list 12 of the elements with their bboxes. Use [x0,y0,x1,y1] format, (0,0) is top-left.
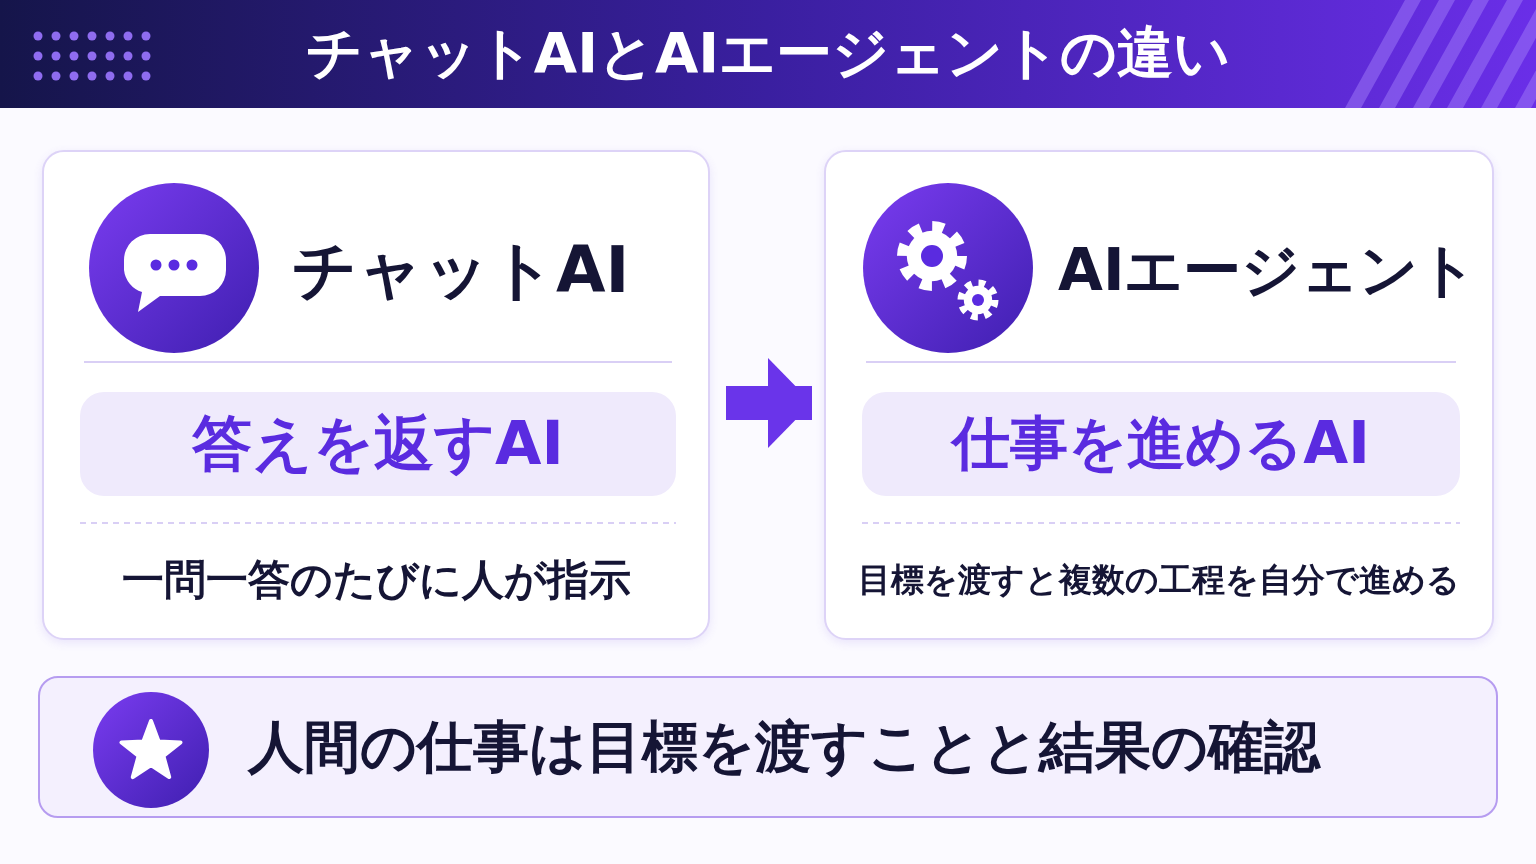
card-title: AIエージェント [1058,235,1478,306]
arrow [726,358,812,448]
conclusion-text: 人間の仕事は目標を渡すことと結果の確認 [248,713,1320,781]
summary-pill: 答えを返すAI [80,392,676,496]
comparison-card [42,150,710,640]
title-text: チャットAIとAIエージェントの違い [305,19,1231,87]
comparison-card [824,150,1494,640]
card-title: チャットAI [292,232,630,309]
description-text: 目標を渡すと複数の工程を自分で進める [857,559,1461,601]
description-text: 一問一答のたびに人が指示 [120,554,632,606]
summary-pill: 仕事を進めるAI [862,392,1460,496]
conclusion-banner [38,676,1498,818]
